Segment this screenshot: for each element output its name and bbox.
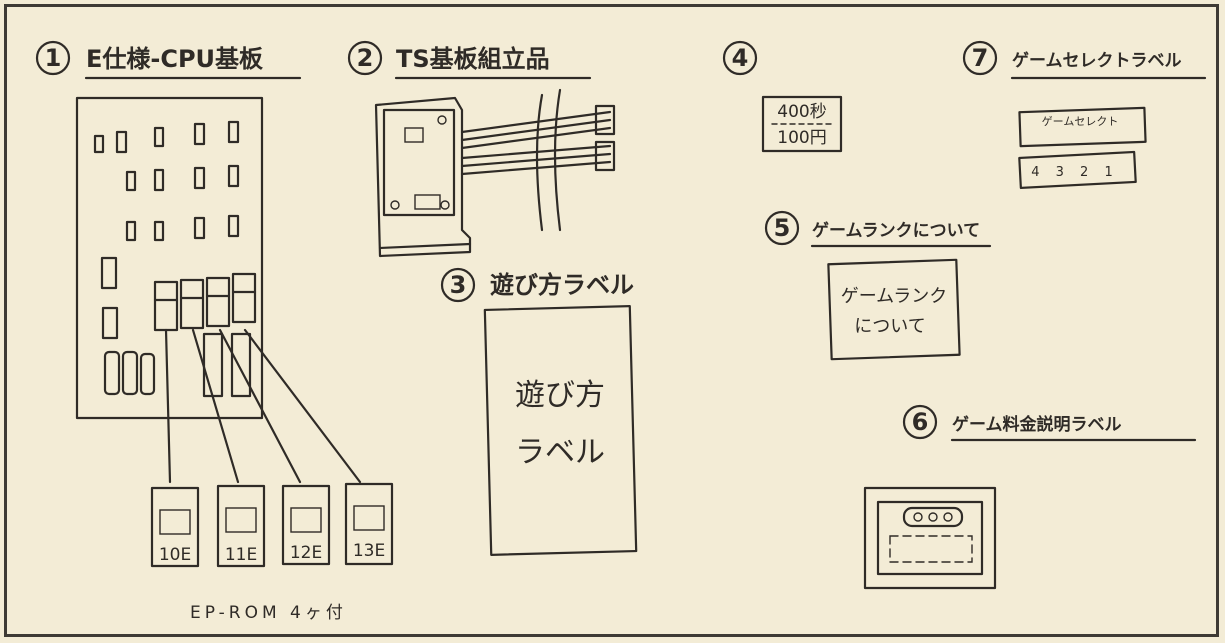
ts-board-assembly [374,88,616,258]
rank-label-line2: について [854,316,925,337]
section-1-number: 1 [45,44,62,72]
section-6-title: ゲーム料金説明ラベル [952,414,1122,435]
section-4-number: 4 [732,44,749,72]
eprom-chips: 10E 11E 12E 13E [150,482,394,568]
eprom-chip-label: 12E [290,543,322,563]
rank-label: ゲームランク について [827,258,961,361]
cpu-board [75,96,264,420]
select-label-bottom: 4 3 2 1 [1031,165,1118,180]
section-7-title: ゲームセレクトラベル [1012,50,1182,71]
eprom-chip: 10E [150,486,200,568]
page-border [4,4,1219,637]
section-3-number: 3 [450,271,467,299]
section-5-title: ゲームランクについて [812,220,980,241]
section-6-header: 6 ゲーム料金説明ラベル [902,404,1197,442]
eprom-chip-label: 13E [353,541,385,561]
eprom-chip-label: 10E [159,545,191,565]
section-5-header: 5 ゲームランクについて [764,210,992,248]
cpu-board-outline [75,96,264,420]
section-1-header: 1 E仕様-CPU基板 [35,40,302,80]
eprom-note: EP-ROM 4ヶ付 [190,603,347,623]
eprom-chip: 12E [281,484,331,566]
section-4-header: 4 [722,40,758,76]
price-label-line2: 100円 [777,128,826,148]
select-label-top: ゲームセレクト [1042,115,1119,128]
section-7-number: 7 [972,44,989,72]
howto-label: 遊び方 ラベル [483,305,638,556]
section-6-number: 6 [912,408,929,436]
eprom-chip: 11E [216,484,266,568]
eprom-wires [164,328,362,484]
rank-label-line1: ゲームランク [841,286,948,307]
section-2-title: TS基板組立品 [396,45,550,73]
select-label: ゲームセレクト 4 3 2 1 [1018,106,1147,190]
eprom-chip-label: 11E [225,545,257,565]
section-7-header: 7 ゲームセレクトラベル [962,40,1207,80]
section-2-header: 2 TS基板組立品 [347,40,592,80]
section-3-header: 3 遊び方ラベル [440,267,634,303]
section-1-circle [35,40,71,76]
section-1-title: E仕様-CPU基板 [86,45,264,73]
howto-label-line1: 遊び方 [515,378,605,413]
section-5-number: 5 [774,214,791,242]
price-label-line1: 400秒 [777,102,826,122]
howto-label-line2: ラベル [515,435,605,470]
section-2-number: 2 [357,44,374,72]
section-3-title: 遊び方ラベル [490,271,634,299]
fee-label [863,486,997,590]
eprom-chip: 13E [344,482,394,566]
price-label: 400秒 100円 [761,95,843,153]
